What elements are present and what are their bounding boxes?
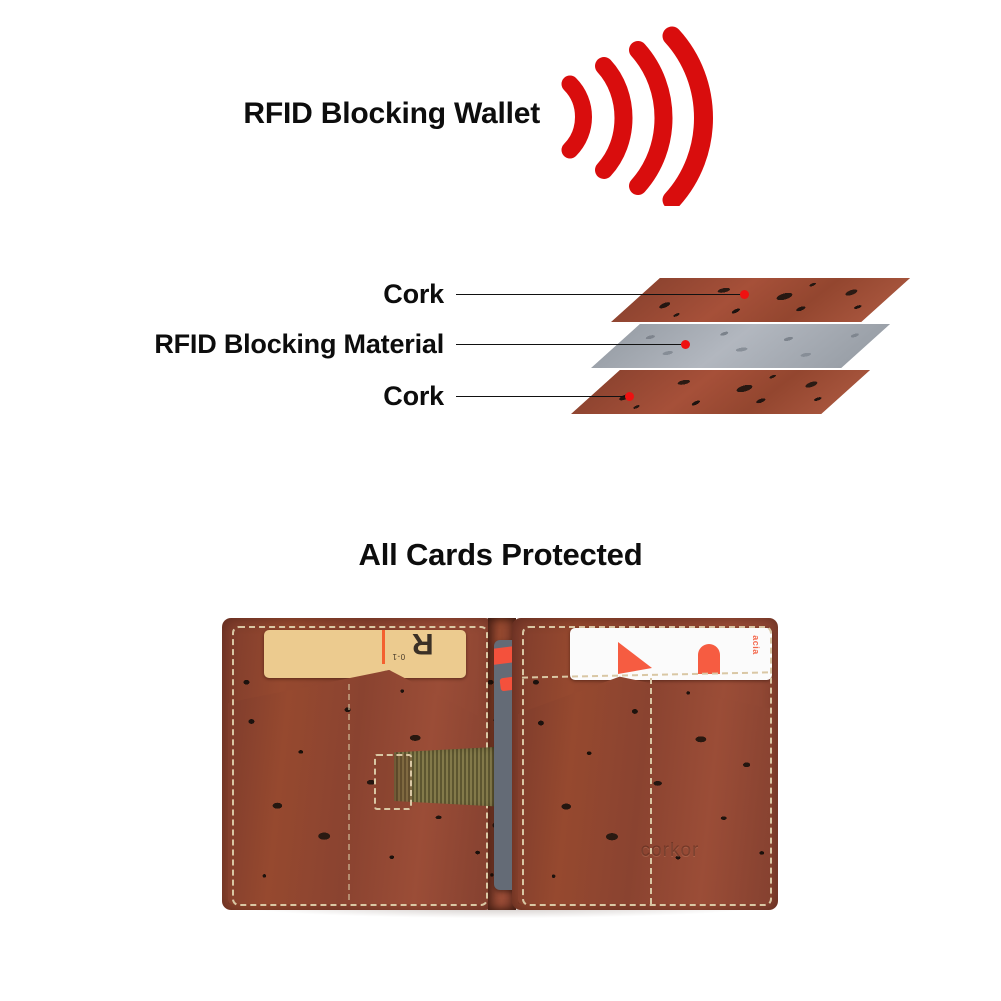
layer-label-cork-bottom: Cork xyxy=(383,381,444,411)
leader-dot-rfid xyxy=(681,340,690,349)
wallet-photo: R 0-1 acia corkor xyxy=(222,618,778,920)
wallet-strap-keeper xyxy=(374,754,412,810)
layer-label-cork-top: Cork xyxy=(383,279,444,309)
layer-label-rfid-blocking-material: RFID Blocking Material xyxy=(154,329,444,359)
rfid-wave-icon xyxy=(548,26,718,210)
wallet-right-pocket xyxy=(518,676,772,904)
card-tan-accent-stripe xyxy=(382,630,385,664)
layer-diagram: Cork RFID Blocking Material Cork xyxy=(0,262,1001,432)
card-white: acia xyxy=(570,628,772,680)
wallet-brand-emboss: corkor xyxy=(640,840,700,861)
leader-line-cork-top xyxy=(456,294,744,295)
page-title: RFID Blocking Wallet xyxy=(243,97,540,130)
card-white-arch xyxy=(698,644,720,674)
layer-sheet-cork-bottom xyxy=(571,370,870,414)
card-tan-mark: R xyxy=(412,630,434,660)
card-white-microtext: acia xyxy=(750,635,761,655)
leader-line-rfid xyxy=(456,344,684,345)
card-tan: R 0-1 xyxy=(264,630,466,678)
card-white-triangle xyxy=(618,642,652,674)
leader-dot-cork-top xyxy=(740,290,749,299)
leader-line-cork-bottom xyxy=(456,396,628,397)
cards-protected-heading: All Cards Protected xyxy=(358,537,643,572)
leader-dot-cork-bottom xyxy=(625,392,634,401)
layer-sheet-rfid xyxy=(591,324,890,368)
card-tan-microtext: 0-1 xyxy=(392,652,406,661)
layer-sheet-cork-top xyxy=(611,278,910,322)
